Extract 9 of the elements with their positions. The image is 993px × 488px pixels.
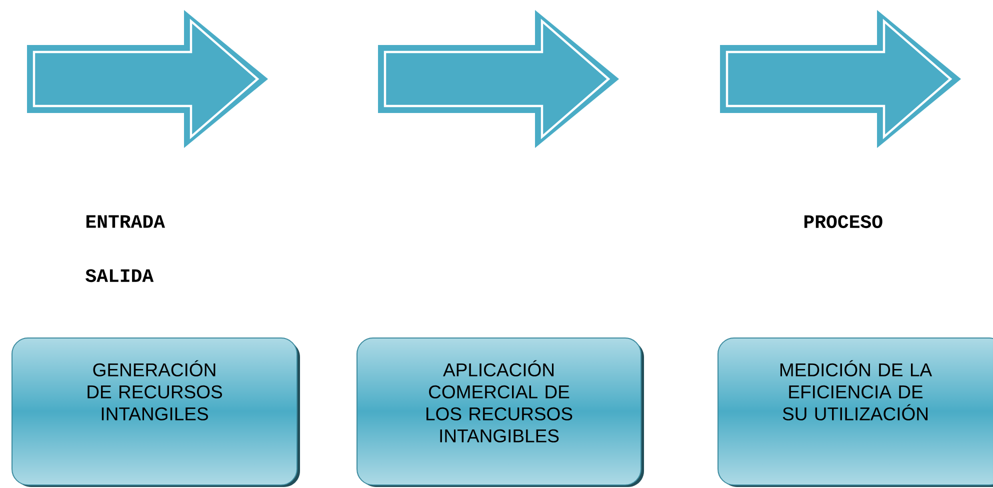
process-box: MEDICIÓN DE LA EFICIENCIA DE SU UTILIZACIÓN: [718, 338, 993, 487]
stage-label: PROCESO: [804, 215, 882, 228]
stage-label: ENTRADA: [86, 215, 165, 228]
process-box: GENERACIÓN DE RECURSOS INTANGILES: [12, 338, 300, 487]
process-box: APLICACIÓN COMERCIAL DE LOS RECURSOS INTANGIBLES: [356, 338, 644, 487]
block-arrow: [720, 10, 961, 148]
block-arrow: [27, 10, 268, 148]
stage-label: SALIDA: [86, 269, 154, 282]
block-arrow: [378, 10, 619, 148]
